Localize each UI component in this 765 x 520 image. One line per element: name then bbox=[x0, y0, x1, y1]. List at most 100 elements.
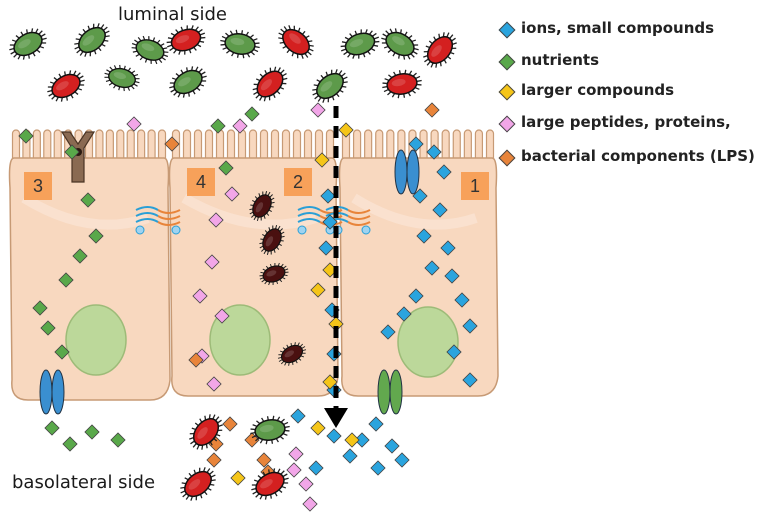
peptide-particle bbox=[302, 496, 318, 512]
cell-left bbox=[8, 129, 171, 401]
microvillus bbox=[147, 129, 156, 163]
epithelial-cells bbox=[8, 129, 499, 401]
microvillus bbox=[126, 129, 135, 163]
ion-particle bbox=[384, 438, 400, 454]
nutrient-particle bbox=[218, 160, 234, 176]
bacterium-icon bbox=[423, 32, 457, 68]
bacterium-icon bbox=[259, 224, 285, 256]
peptide-particle bbox=[208, 212, 224, 228]
peptide-particle bbox=[298, 476, 314, 492]
ion-particle bbox=[408, 136, 424, 152]
nutrient-particle bbox=[40, 320, 56, 336]
ion-particle bbox=[322, 214, 338, 230]
legend-label: large peptides, proteins, bbox=[521, 113, 731, 131]
nutrient-particle bbox=[84, 424, 100, 440]
peptide-particle bbox=[204, 254, 220, 270]
larger-compound-particle bbox=[310, 420, 326, 436]
larger-compound-particle bbox=[338, 122, 354, 138]
larger-compound-particle bbox=[314, 152, 330, 168]
lps-particle bbox=[424, 102, 440, 118]
microvillus bbox=[95, 129, 104, 163]
ion-particle bbox=[412, 188, 428, 204]
bacterium-icon bbox=[169, 66, 207, 98]
nutrient-particle bbox=[80, 192, 96, 208]
nutrient-particle bbox=[18, 128, 34, 144]
nutrient-particle bbox=[44, 420, 60, 436]
nutrient-particle bbox=[88, 228, 104, 244]
microvillus bbox=[11, 129, 21, 163]
bacterium-icon bbox=[381, 28, 419, 60]
membrane-proteins bbox=[39, 131, 420, 415]
nutrient-particle bbox=[110, 432, 126, 448]
ion-particle bbox=[394, 452, 410, 468]
lps-particle bbox=[206, 452, 222, 468]
peptide-particle bbox=[214, 308, 230, 324]
tight-junctions bbox=[135, 206, 371, 235]
transporter-icon bbox=[377, 369, 403, 415]
transport-arrow-icon bbox=[324, 408, 348, 428]
bacterium-icon bbox=[189, 414, 223, 450]
nucleus bbox=[397, 306, 459, 378]
nutrient-particle bbox=[64, 144, 80, 160]
microvillus bbox=[193, 129, 203, 163]
ion-particle bbox=[290, 408, 306, 424]
microvillus bbox=[386, 129, 395, 163]
microvillus bbox=[137, 129, 146, 163]
peptide-particle bbox=[310, 102, 326, 118]
microvillus bbox=[116, 129, 125, 163]
larger-compound-particle bbox=[344, 432, 360, 448]
bacterium-icon bbox=[251, 468, 289, 500]
bacterium-icon bbox=[131, 35, 169, 65]
lps-particle bbox=[222, 416, 238, 432]
bacterium-icon bbox=[252, 66, 288, 102]
bacterium-icon bbox=[9, 28, 47, 60]
microvillus bbox=[226, 129, 236, 163]
peptide-particle bbox=[206, 376, 222, 392]
lps-particle bbox=[164, 136, 180, 152]
ion-particle bbox=[432, 202, 448, 218]
larger-compound-particle bbox=[328, 316, 344, 332]
ion-particle bbox=[408, 288, 424, 304]
microvillus bbox=[157, 129, 167, 163]
bacterium-icon bbox=[250, 415, 290, 445]
microvillus bbox=[474, 129, 484, 163]
nutrient-particle bbox=[244, 106, 260, 122]
luminal-side-label: luminal side bbox=[118, 4, 227, 25]
ion-particle bbox=[370, 460, 386, 476]
ion-particle bbox=[320, 188, 336, 204]
ion-particle bbox=[318, 240, 334, 256]
lps-particle bbox=[188, 352, 204, 368]
nucleus bbox=[209, 304, 271, 376]
bacterium-icon bbox=[340, 29, 380, 59]
larger-compound-particle bbox=[230, 470, 246, 486]
microvillus bbox=[325, 129, 335, 163]
nutrient-particle bbox=[72, 248, 88, 264]
microvillus bbox=[182, 129, 192, 163]
bacterium-icon bbox=[259, 262, 289, 286]
nutrient-particle bbox=[62, 436, 78, 452]
peptide-particle bbox=[126, 116, 142, 132]
microvillus bbox=[303, 129, 313, 163]
ion-particle bbox=[308, 460, 324, 476]
microvillus bbox=[352, 129, 362, 163]
ion-particle bbox=[326, 428, 342, 444]
pathway-2-label: 2 bbox=[284, 168, 312, 196]
peptide-particle bbox=[286, 462, 302, 478]
ion-particle bbox=[446, 344, 462, 360]
ion-particle bbox=[380, 324, 396, 340]
microvillus bbox=[105, 129, 114, 163]
ion-particle bbox=[440, 240, 456, 256]
microvillus bbox=[270, 129, 280, 163]
microvillus bbox=[281, 129, 291, 163]
ion-particle bbox=[396, 306, 412, 322]
bacteria bbox=[9, 23, 457, 501]
peptide-particle bbox=[192, 288, 208, 304]
ion-particle bbox=[436, 164, 452, 180]
ion-particle bbox=[354, 432, 370, 448]
cell-shading bbox=[351, 193, 478, 230]
pathway-1-label: 1 bbox=[461, 172, 489, 200]
microvillus bbox=[32, 129, 41, 163]
bacterium-icon bbox=[47, 70, 85, 102]
